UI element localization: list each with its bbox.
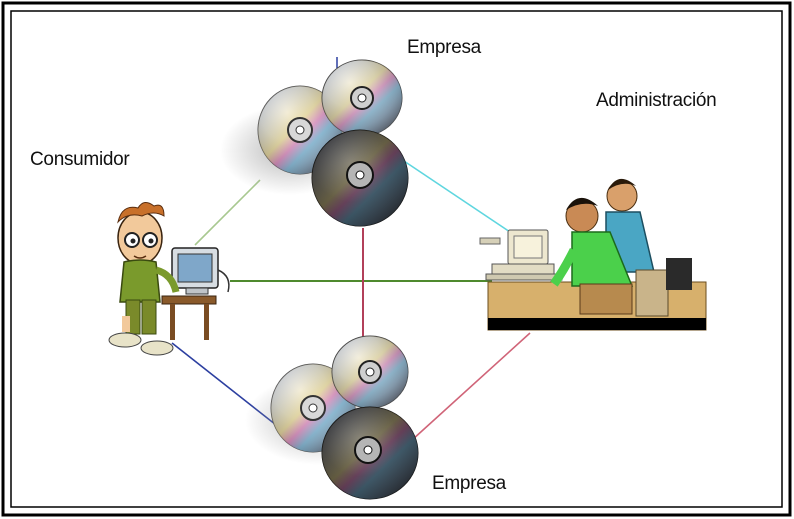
cd-stack-bottom-icon	[245, 335, 419, 500]
line-consumer-top-enterprise	[194, 179, 261, 246]
inner-frame	[10, 10, 783, 508]
administration-people-icon	[479, 178, 707, 331]
enterprise-bottom-label: Empresa	[432, 473, 506, 494]
enterprise-top-label: Empresa	[407, 37, 481, 58]
cd-stack-top-icon	[220, 59, 409, 227]
consumer-label: Consumidor	[30, 149, 130, 170]
line-admin-top-enterprise	[394, 154, 511, 233]
line-admin-bottom-enterprise	[411, 332, 531, 441]
administration-label: Administración	[596, 90, 717, 111]
consumer-person-icon	[108, 202, 230, 356]
